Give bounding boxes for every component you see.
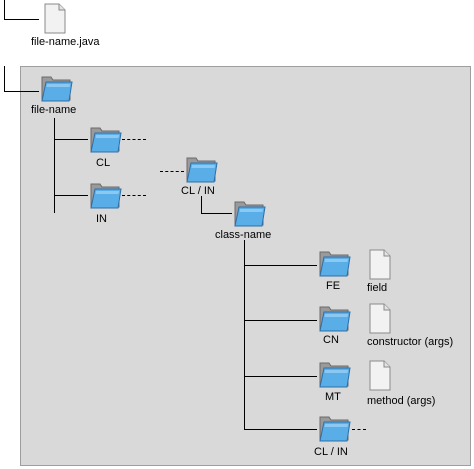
connector-line [244, 240, 245, 430]
file-icon [44, 3, 66, 34]
cl-in-folder-node [184, 156, 218, 184]
cl-in-2-folder-node [317, 415, 351, 443]
folder-icon [186, 157, 218, 183]
root-folder-label: file-name [31, 104, 77, 116]
in-folder-node [88, 182, 122, 210]
connector-line [54, 139, 88, 140]
connector-dash [352, 429, 366, 430]
file-icon [369, 249, 391, 280]
root-folder-node [39, 75, 73, 103]
method-file-label: method (args) [367, 395, 436, 407]
cl-in-folder-label: CL / IN [181, 185, 215, 197]
connector-line [244, 320, 317, 321]
connector-line [244, 376, 317, 377]
connector-line [4, 66, 5, 91]
cl-folder-label: CL [96, 157, 111, 169]
in-folder-label: IN [96, 213, 107, 225]
file-icon [369, 303, 391, 334]
class-name-folder-label: class-name [215, 229, 272, 241]
folder-icon [41, 76, 73, 102]
cl-folder-node [88, 126, 122, 154]
connector-line [201, 213, 232, 214]
file-icon [369, 360, 391, 391]
connector-line [54, 118, 55, 213]
mt-folder-label: MT [325, 391, 341, 403]
root-file-label: file-name.java [31, 36, 100, 48]
connector-line [201, 196, 202, 214]
mt-folder-node [317, 361, 351, 389]
folder-icon [319, 306, 351, 332]
folder-icon [319, 416, 351, 442]
folder-icon [319, 251, 351, 277]
folder-icon [90, 183, 122, 209]
folder-icon [90, 127, 122, 153]
cl-in-2-folder-label: CL / IN [314, 446, 348, 458]
constructor-file-label: constructor (args) [367, 336, 454, 348]
root-file-node [41, 3, 69, 35]
class-name-folder-node [232, 200, 266, 228]
folder-icon [319, 362, 351, 388]
fe-folder-node [317, 250, 351, 278]
connector-dash [160, 171, 184, 172]
cn-folder-label: CN [323, 334, 339, 346]
connector-line [244, 265, 317, 266]
connector-line [54, 195, 88, 196]
field-file-label: field [367, 282, 388, 294]
connector-line [4, 0, 5, 20]
folder-icon [234, 201, 266, 227]
connector-dash [122, 195, 146, 196]
connector-dash [122, 139, 146, 140]
connector-line [4, 19, 39, 20]
cn-folder-node [317, 305, 351, 333]
connector-line [4, 91, 39, 92]
connector-line [244, 429, 317, 430]
method-file-node [366, 360, 394, 392]
field-file-node [366, 249, 394, 281]
constructor-file-node [366, 303, 394, 335]
fe-folder-label: FE [326, 280, 341, 292]
